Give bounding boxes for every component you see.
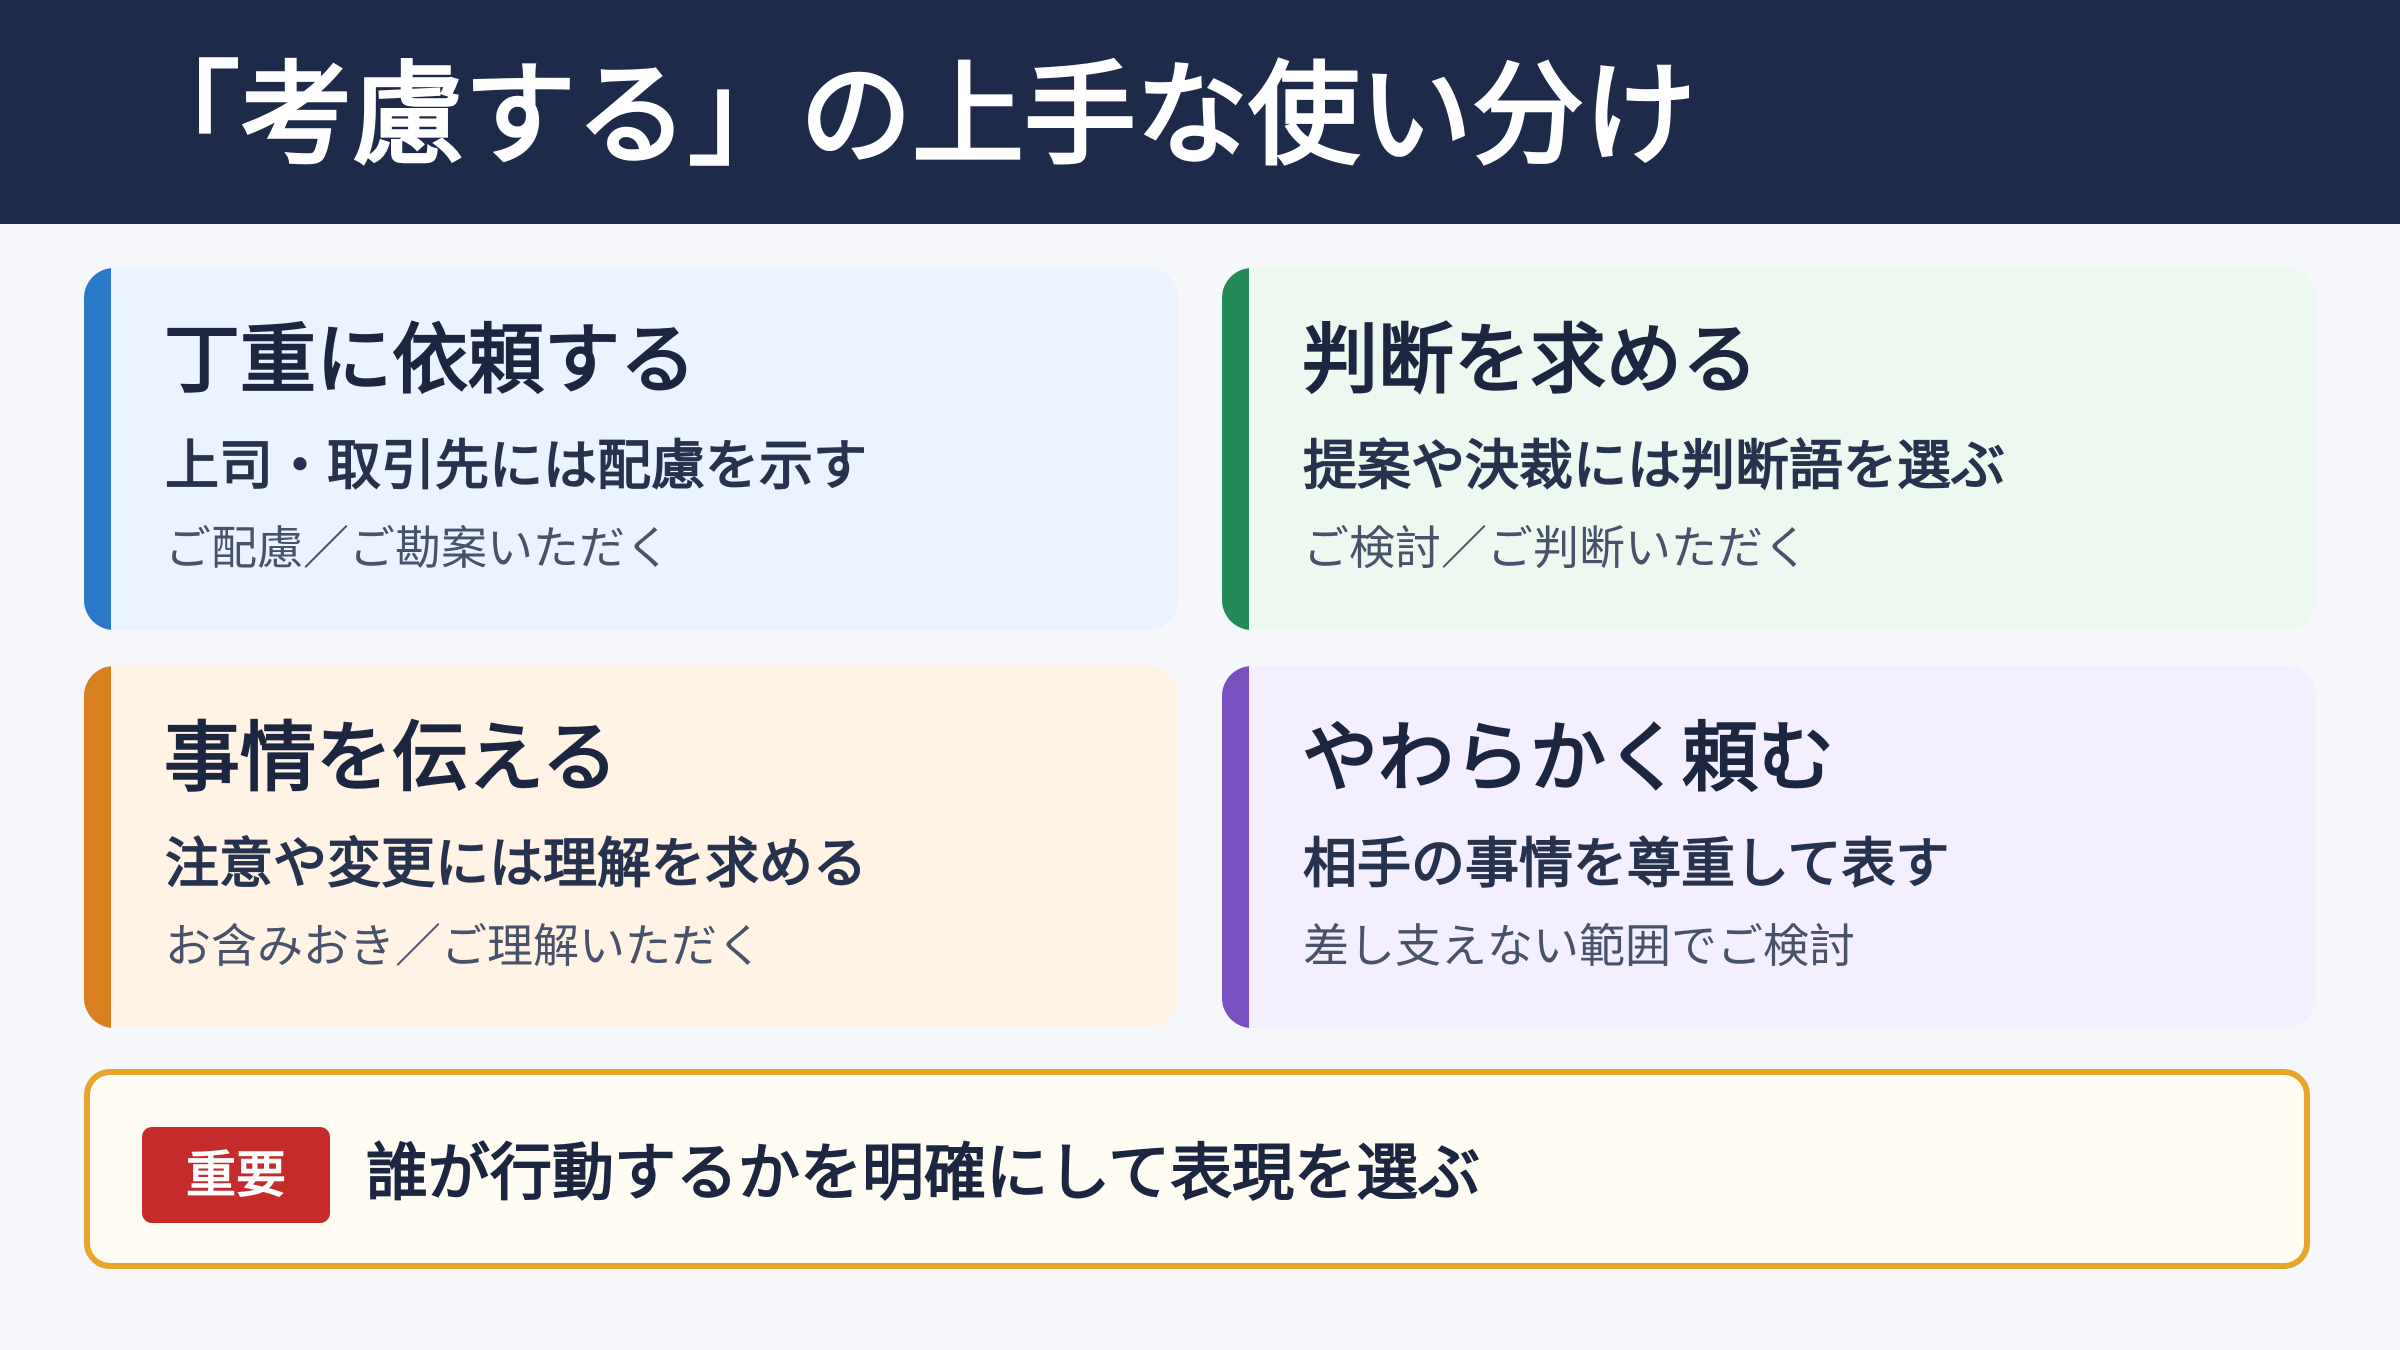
card-soft-request: やわらかく頼む 相手の事情を尊重して表す 差し支えない範囲でご検討 (1222, 666, 2316, 1028)
card-subtitle: 相手の事情を尊重して表す (1303, 832, 1950, 895)
card-subtitle: 提案や決裁には判断語を選ぶ (1303, 434, 2005, 497)
card-example: お含みおき／ご理解いただく (165, 919, 763, 973)
card-subtitle: 上司・取引先には配慮を示す (165, 434, 867, 497)
card-title: やわらかく頼む (1302, 713, 1834, 802)
title-banner: 「考慮する」の上手な使い分け (0, 0, 2400, 224)
card-title: 判断を求める (1302, 315, 1758, 404)
card-convey-circumstances: 事情を伝える 注意や変更には理解を求める お含みおき／ご理解いただく (84, 666, 1178, 1028)
card-example: 差し支えない範囲でご検討 (1303, 919, 1855, 973)
card-title: 丁重に依頼する (164, 315, 696, 404)
card-polite-request: 丁重に依頼する 上司・取引先には配慮を示す ご配慮／ご勘案いただく (84, 268, 1178, 630)
important-badge: 重要 (142, 1127, 330, 1223)
card-example: ご配慮／ご勘案いただく (165, 521, 671, 575)
important-note-text: 誰が行動するかを明確にして表現を選ぶ (366, 1136, 1481, 1209)
card-subtitle: 注意や変更には理解を求める (165, 832, 867, 895)
important-note: 重要 誰が行動するかを明確にして表現を選ぶ (84, 1069, 2310, 1269)
card-accent-bar (84, 268, 111, 630)
card-title: 事情を伝える (164, 713, 618, 802)
card-example: ご検討／ご判断いただく (1303, 521, 1809, 575)
page-title: 「考慮する」の上手な使い分け (128, 51, 1696, 181)
card-accent-bar (84, 666, 111, 1028)
card-ask-judgment: 判断を求める 提案や決裁には判断語を選ぶ ご検討／ご判断いただく (1222, 268, 2316, 630)
card-accent-bar (1222, 666, 1249, 1028)
card-accent-bar (1222, 268, 1249, 630)
